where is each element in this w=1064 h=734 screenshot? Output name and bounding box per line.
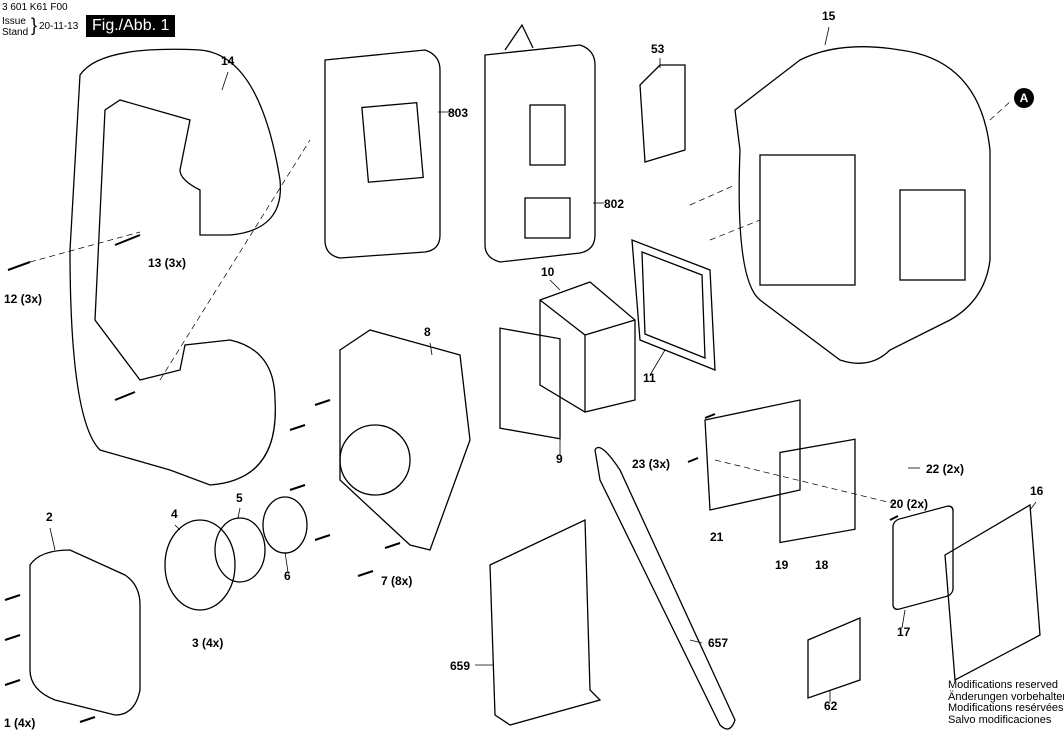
callout-15: 15 [822,9,836,23]
callout-8: 8 [424,325,431,339]
screws [4,234,899,723]
callout-4: 4 [171,507,178,521]
marker-a: A [1014,88,1034,108]
callout-13: 13 (3x) [148,256,187,270]
part-11-frame [631,239,716,371]
part-803-receiver [324,49,441,259]
callout-22: 22 (2x) [926,462,965,476]
part-5-ring [214,517,266,583]
part-14-handle [69,48,282,486]
part-15-front-window [759,154,856,286]
part-659-holder [489,518,602,726]
issue-date: 20-11-13 [39,21,79,32]
part-803-keypad [361,101,424,183]
part-17-window [892,505,954,610]
part-657-strap [594,446,736,730]
part-802-hook [504,23,534,51]
issue-label: Issue [2,16,26,27]
callout-23: 23 (3x) [632,457,671,471]
part-10-block [539,281,636,413]
callout-53: 53 [651,42,665,56]
part-802-display [529,104,566,166]
callout-1: 1 (4x) [4,716,36,730]
callout-12: 12 (3x) [4,292,43,306]
part-15-side-window [899,189,966,281]
note-es: Salvo modificaciones [948,713,1052,726]
note-de: Änderungen vorbehalten [948,690,1064,703]
part-8-frame [339,329,471,551]
brace: } [31,15,38,35]
callout-11: 11 [643,371,656,385]
callout-659: 659 [450,659,471,673]
callout-20: 20 (2x) [890,497,929,511]
part-4-plate [164,519,236,611]
part-6-lens [262,496,308,554]
callout-3: 3 (4x) [192,636,224,650]
part-19-module [779,438,856,544]
callout-2: 2 [46,510,53,524]
part-16-panel [944,503,1041,682]
note-fr: Modifications resérvées [948,702,1064,714]
part-number: 3 601 K61 F00 [2,2,68,13]
callout-657: 657 [708,636,729,650]
callout-6: 6 [284,569,291,583]
assembly-lines [29,99,1013,506]
callout-19: 19 [775,558,789,572]
callout-14: 14 [221,54,235,68]
part-53-label [639,64,686,163]
part-8-ring [339,424,411,496]
part-15-housing [734,46,991,364]
callout-5: 5 [236,491,243,505]
part-2-base [29,549,141,716]
stand-label: Stand [2,27,29,38]
callout-62: 62 [824,699,838,713]
note-en: Modifications reserved [948,679,1059,691]
callout-17: 17 [897,625,911,639]
callout-18: 18 [815,558,829,572]
modifications-notice: Modifications reserved Änderungen vorbeh… [948,679,1064,726]
callout-10: 10 [541,265,555,279]
callout-803: 803 [448,106,469,120]
figure-title: Fig./Abb. 1 [86,15,176,37]
part-802-receiver [484,44,596,263]
callout-802: 802 [604,197,625,211]
part-21-plate [704,399,801,511]
part-9-frame [499,327,561,440]
callout-7: 7 (8x) [381,574,413,588]
leader-lines [49,26,1037,702]
callout-9: 9 [556,452,563,466]
callout-16: 16 [1030,484,1044,498]
callout-21: 21 [710,530,724,544]
part-802-keypad [524,197,571,239]
part-62-label [807,617,861,699]
